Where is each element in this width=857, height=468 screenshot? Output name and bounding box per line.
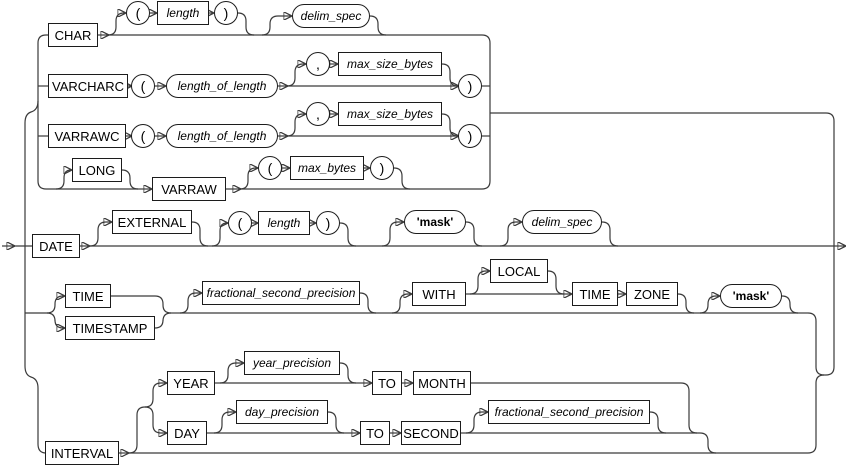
node-time-keyword: TIME [65, 284, 111, 308]
node-paren-open-varraw: ( [258, 156, 282, 180]
node-max-bytes-var: max_bytes [290, 156, 364, 180]
node-max-size-bytes-var-varcharc: max_size_bytes [338, 52, 442, 76]
node-to-second-keyword: TO [360, 421, 390, 445]
node-delim-spec-oval-date: delim_spec [522, 210, 602, 234]
node-fractional-second-precision-var-time: fractional_second_precision [202, 281, 360, 305]
node-length-of-length-oval-varcharc: length_of_length [166, 74, 278, 98]
node-paren-open-varcharc: ( [131, 74, 155, 98]
node-interval-keyword: INTERVAL [45, 441, 119, 465]
node-mask-literal-date: 'mask' [404, 210, 466, 234]
node-to-month-keyword: TO [372, 371, 402, 395]
node-delim-spec-oval-char: delim_spec [292, 4, 370, 28]
node-year-precision-var: year_precision [244, 351, 340, 375]
node-date-keyword: DATE [32, 234, 80, 258]
node-length-var-date: length [258, 211, 310, 235]
node-second-keyword: SECOND [401, 421, 461, 445]
node-paren-close-varcharc: ) [458, 74, 482, 98]
node-length-var-char: length [157, 1, 209, 25]
node-paren-open-date: ( [228, 211, 252, 235]
node-paren-open-varrawc: ( [131, 124, 155, 148]
node-varrawc-keyword: VARRAWC [48, 124, 126, 148]
node-with-keyword: WITH [412, 282, 466, 306]
node-paren-open-char: ( [126, 1, 150, 25]
node-paren-close-char: ) [214, 1, 238, 25]
node-time-zone-time-keyword: TIME [572, 282, 618, 306]
node-month-keyword: MONTH [413, 371, 471, 395]
node-paren-close-date: ) [316, 211, 340, 235]
node-zone-keyword: ZONE [626, 282, 678, 306]
node-varraw-keyword: VARRAW [152, 177, 226, 201]
node-timestamp-keyword: TIMESTAMP [65, 316, 155, 340]
node-paren-close-varrawc: ) [458, 124, 482, 148]
node-fractional-second-precision-var-interval: fractional_second_precision [488, 400, 650, 424]
node-varcharc-keyword: VARCHARC [48, 74, 128, 98]
node-max-size-bytes-var-varrawc: max_size_bytes [338, 102, 442, 126]
node-length-of-length-oval-varrawc: length_of_length [166, 124, 278, 148]
node-comma-varrawc: , [306, 102, 330, 126]
node-paren-close-varraw: ) [370, 156, 394, 180]
node-comma-varcharc: , [306, 52, 330, 76]
node-char-keyword: CHAR [48, 23, 98, 47]
node-mask-literal-time: 'mask' [720, 284, 782, 308]
node-day-precision-var: day_precision [236, 400, 328, 424]
node-long-keyword: LONG [72, 158, 122, 182]
node-external-keyword: EXTERNAL [112, 210, 192, 234]
node-day-keyword: DAY [167, 421, 207, 445]
node-year-keyword: YEAR [167, 371, 215, 395]
node-local-keyword: LOCAL [490, 259, 548, 283]
